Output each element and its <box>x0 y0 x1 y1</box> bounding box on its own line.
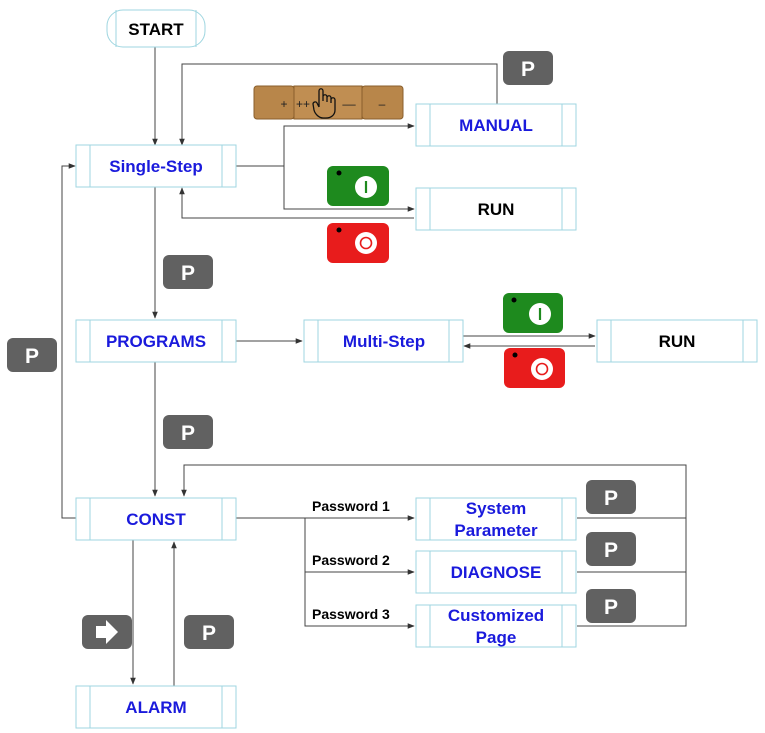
stop-key-single-step <box>327 223 389 263</box>
manual-keys: + ++ –– – <box>253 85 404 120</box>
edge-const-password-3 <box>304 572 415 629</box>
p-key-alarm-return: P <box>184 615 234 649</box>
p-key-left-loop-label: P <box>25 345 39 368</box>
password-3-label: Password 3 <box>312 606 390 622</box>
start-key-single-step <box>327 166 389 206</box>
node-diagnose-label: DIAGNOSE <box>451 563 542 582</box>
edges <box>61 47 687 686</box>
stop-key-icon <box>355 232 377 254</box>
p-key-single-step: P <box>163 255 213 289</box>
node-customized-line2: Page <box>476 628 517 647</box>
password-2-label: Password 2 <box>312 552 390 568</box>
start-key-icon <box>355 176 377 198</box>
node-const-label: CONST <box>126 510 186 529</box>
node-alarm: ALARM <box>75 685 237 729</box>
p-key-programs-label: P <box>181 422 195 445</box>
node-system-parameter-line1: System <box>466 499 526 518</box>
p-key-diagnose-label: P <box>604 539 618 562</box>
p-key-single-step-label: P <box>181 262 195 285</box>
node-system-parameter: System Parameter <box>415 497 577 541</box>
stop-key-icon-2 <box>531 358 553 380</box>
node-single-step: Single-Step <box>75 144 237 188</box>
p-key-left-loop: P <box>7 338 57 372</box>
node-run-right-label: RUN <box>659 332 696 351</box>
p-key-customized-label: P <box>604 596 618 619</box>
p-key-manual: P <box>503 51 553 85</box>
p-key-alarm-return-label: P <box>202 622 216 645</box>
p-key-system-parameter: P <box>586 480 636 514</box>
arrow-right-icon <box>96 620 118 644</box>
node-multi-step: Multi-Step <box>303 319 464 363</box>
start-key-icon-2 <box>529 303 551 325</box>
edge-const-loop <box>61 163 76 519</box>
start-key-multi-step <box>503 293 563 333</box>
node-programs-label: PROGRAMS <box>106 332 206 351</box>
manual-key-plus: + <box>280 97 287 111</box>
edge-right-return-3 <box>181 464 687 627</box>
arrow-right-key <box>82 615 132 649</box>
node-run-top-label: RUN <box>478 200 515 219</box>
pointing-hand-icon <box>312 88 336 119</box>
p-key-diagnose: P <box>586 532 636 566</box>
node-programs: PROGRAMS <box>75 319 237 363</box>
stop-key-multi-step <box>504 348 565 388</box>
password-1-label: Password 1 <box>312 498 390 514</box>
node-customized-page: Customized Page <box>415 604 577 648</box>
node-single-step-label: Single-Step <box>109 157 203 176</box>
node-system-parameter-line2: Parameter <box>454 521 538 540</box>
node-start-label: START <box>128 20 184 39</box>
node-start: START <box>106 9 206 48</box>
node-alarm-label: ALARM <box>125 698 186 717</box>
node-manual-label: MANUAL <box>459 116 533 135</box>
node-run-right: RUN <box>596 319 758 363</box>
node-diagnose: DIAGNOSE <box>415 550 577 594</box>
edge-single-step-branch <box>236 123 415 167</box>
p-key-system-parameter-label: P <box>604 487 618 510</box>
p-key-customized: P <box>586 589 636 623</box>
manual-key-minus-minus: –– <box>342 97 356 111</box>
edge-run-return <box>179 187 414 219</box>
p-key-programs: P <box>163 415 213 449</box>
node-run-top: RUN <box>415 187 577 231</box>
manual-key-minus: – <box>379 97 386 111</box>
manual-key-plus-plus: ++ <box>296 97 310 111</box>
edge-manual-loop <box>179 63 498 146</box>
node-multi-step-label: Multi-Step <box>343 332 425 351</box>
node-const: CONST <box>75 497 237 541</box>
p-key-manual-label: P <box>521 58 535 81</box>
edge-single-step-run <box>283 166 415 212</box>
node-customized-line1: Customized <box>448 606 544 625</box>
node-manual: MANUAL <box>415 103 577 147</box>
